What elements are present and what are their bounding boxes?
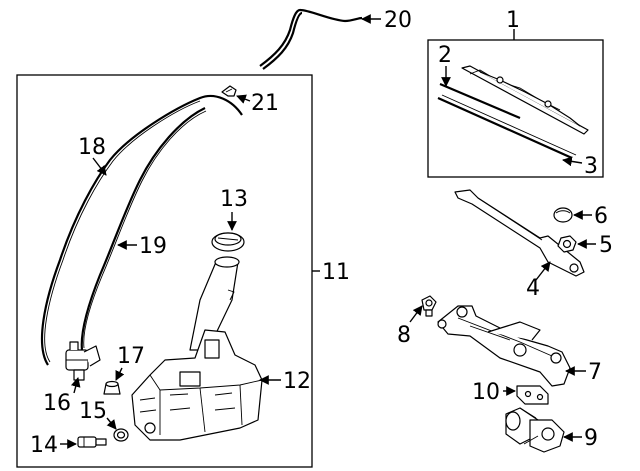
callout-9-label: 9 xyxy=(584,426,598,451)
blade-refill-3 xyxy=(437,82,577,160)
callout-21-leader xyxy=(236,94,251,104)
callout-3-label: 3 xyxy=(584,154,598,179)
callout-8-label: 8 xyxy=(397,323,411,348)
callout-5-label: 5 xyxy=(599,233,613,258)
callout-17-leader xyxy=(115,367,125,381)
callout-18-label: 18 xyxy=(78,135,106,160)
washer-hose-19 xyxy=(80,107,207,351)
grommet-17 xyxy=(103,380,121,395)
callout-15-leader xyxy=(106,417,117,430)
wiper-blade-2 xyxy=(461,65,589,135)
arm-cap-6 xyxy=(553,207,573,223)
bolt-8 xyxy=(421,295,437,317)
grommet-15 xyxy=(113,428,129,442)
callout-17-label: 17 xyxy=(117,344,145,369)
washer-hose-20 xyxy=(259,8,363,70)
callout-14-label: 14 xyxy=(30,433,58,458)
callout-15-label: 15 xyxy=(79,399,107,424)
washer-reservoir-12 xyxy=(131,256,263,441)
callout-13-label: 13 xyxy=(220,187,248,212)
wiper-linkage-7 xyxy=(437,305,571,387)
washer-hose-18 xyxy=(40,94,243,366)
callout-16-leader xyxy=(70,377,81,394)
wiper-motor-9 xyxy=(505,407,565,453)
callout-12-label: 12 xyxy=(283,369,311,394)
callout-11-label: 11 xyxy=(322,260,350,285)
clip-21 xyxy=(221,85,237,97)
callout-16-label: 16 xyxy=(43,391,71,416)
callout-18-leader xyxy=(92,157,107,176)
callout-2-label: 2 xyxy=(438,43,452,68)
callout-19-label: 19 xyxy=(139,234,167,259)
callout-4-label: 4 xyxy=(526,276,540,301)
callout-3-leader xyxy=(562,156,583,167)
wiper-arm-4 xyxy=(454,189,585,277)
callout-4-leader xyxy=(535,261,551,281)
reservoir-cap-13 xyxy=(211,232,245,252)
callout-21-label: 21 xyxy=(251,91,279,116)
callout-1-label: 1 xyxy=(506,8,520,33)
callout-8-leader xyxy=(409,305,423,323)
blade-assembly-frame xyxy=(427,39,604,178)
bracket-10 xyxy=(516,385,549,405)
callout-10-label: 10 xyxy=(472,380,500,405)
callout-6-label: 6 xyxy=(594,204,608,229)
washer-pump-16 xyxy=(65,341,101,381)
callout-7-label: 7 xyxy=(588,360,602,385)
callout-20-label: 20 xyxy=(384,8,412,33)
level-sensor-14 xyxy=(77,436,107,448)
nut-5 xyxy=(557,235,577,253)
